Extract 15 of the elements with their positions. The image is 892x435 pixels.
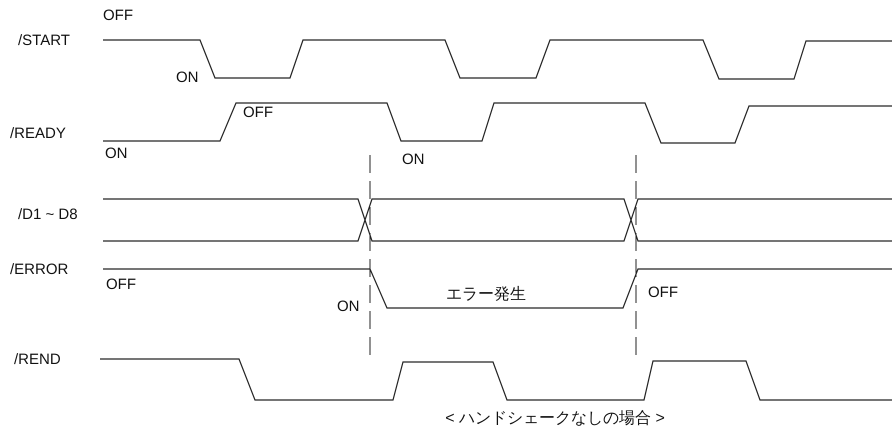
signal-name: /START xyxy=(18,33,70,48)
signal-name: /ERROR xyxy=(10,262,68,277)
note: エラー発生 xyxy=(446,287,526,303)
caption: < ハンドシェークなしの場合 > xyxy=(444,411,666,427)
state-label: OFF xyxy=(103,8,133,23)
state-label: ON xyxy=(402,152,424,167)
state-label: OFF xyxy=(106,277,136,292)
state-label: OFF xyxy=(243,105,273,120)
state-label: OFF xyxy=(648,285,678,300)
signal-name: /REND xyxy=(14,352,61,367)
state-label: ON xyxy=(105,146,128,161)
signal-name: /READY xyxy=(10,126,66,141)
signal-name: /D1 ~ D8 xyxy=(18,207,78,222)
state-label: ON xyxy=(337,299,360,314)
state-label: ON xyxy=(176,70,198,85)
